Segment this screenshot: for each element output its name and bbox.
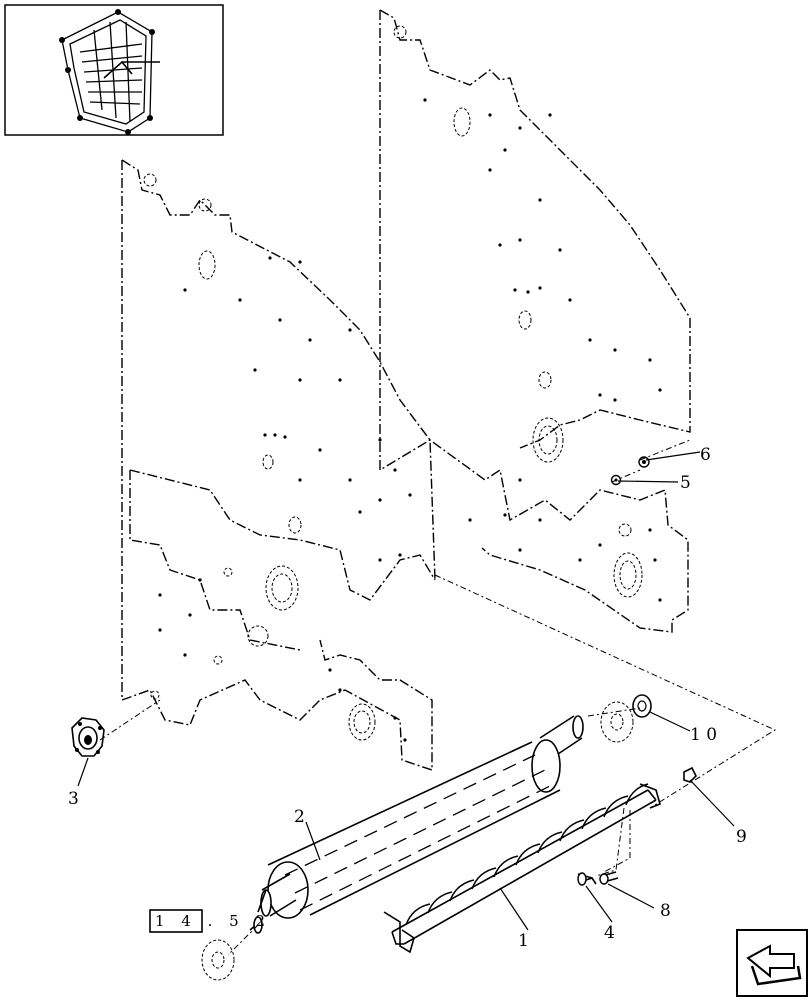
reference-section[interactable]: 1 4 . 5 2 — [149, 909, 271, 933]
scraper-bar-part-1 — [383, 783, 661, 954]
leader-lines — [77, 451, 735, 931]
reference-label: 1 4 . 5 2 — [155, 912, 271, 930]
callout-4: 4 — [604, 923, 615, 943]
phantom-bearing-right — [600, 701, 634, 743]
machine-thumbnail — [4, 4, 224, 136]
phantom-bearing-left — [201, 939, 235, 981]
callout-10: 1 0 — [690, 725, 717, 745]
callout-3: 3 — [68, 789, 79, 809]
callout-9: 9 — [736, 827, 747, 847]
bolt-part-8 — [599, 871, 619, 885]
next-page-arrow-icon[interactable] — [736, 929, 808, 997]
callout-6: 6 — [700, 445, 711, 465]
roller-part-2 — [249, 715, 584, 934]
front-side-panel — [121, 159, 436, 771]
bolt-part-4 — [577, 872, 597, 886]
flange-bearing-part-3 — [71, 717, 105, 757]
nut-part-6 — [638, 456, 650, 468]
assembly-lines — [99, 439, 777, 956]
nut-part-9 — [683, 766, 697, 783]
callout-8: 8 — [660, 901, 671, 921]
callout-1: 1 — [518, 931, 529, 951]
callout-5: 5 — [680, 473, 691, 493]
rear-side-panel — [379, 9, 691, 633]
washer-part-10 — [632, 694, 652, 718]
callout-2: 2 — [294, 807, 305, 827]
